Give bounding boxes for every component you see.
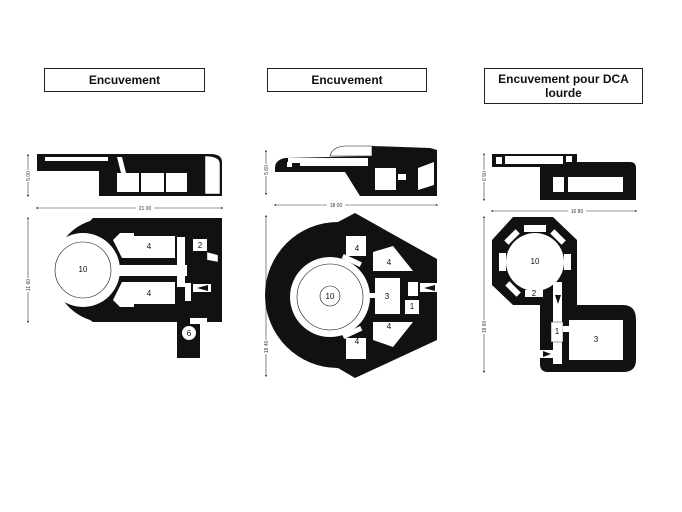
panel-3-room-1: 1 <box>555 327 560 336</box>
panel-2-plan-height: 18 40 <box>264 341 270 354</box>
panel-1-plan-height: 11 60 <box>26 279 32 291</box>
panel-1-room-2: 2 <box>198 241 203 250</box>
panel-3-section <box>492 154 636 200</box>
panel-1-section-height: 5 00 <box>26 171 32 181</box>
panel-3-room-2: 2 <box>532 289 537 298</box>
panel-1-room-4-top: 4 <box>147 242 152 251</box>
panel-1-width: 21 00 <box>139 206 152 212</box>
panel-3-width: 16 80 <box>571 209 584 215</box>
panel-2-plan <box>265 213 437 378</box>
panel-2-room-4-d: 4 <box>355 337 360 346</box>
panel-2-room-3: 3 <box>385 292 390 301</box>
panel-1-section <box>37 154 222 196</box>
panel-2-title: Encuvement <box>267 68 427 92</box>
panel-1-room-10: 10 <box>79 265 88 274</box>
panel-3-plan <box>492 217 636 372</box>
panel-2-room-1: 1 <box>410 302 415 311</box>
panel-1-room-6: 6 <box>187 329 192 338</box>
panel-1-room-4-bottom: 4 <box>147 289 152 298</box>
panel-2-room-4-c: 4 <box>387 322 392 331</box>
panel-3-room-10: 10 <box>531 257 540 266</box>
panel-2-width: 18 00 <box>330 203 343 209</box>
panel-2-room-4-a: 4 <box>355 244 360 253</box>
panel-1-title: Encuvement <box>44 68 205 92</box>
panel-3-plan-height: 19 60 <box>482 321 488 334</box>
panel-2-section-height: 5 60 <box>264 165 270 175</box>
panel-1-plan <box>46 218 222 358</box>
panel-2-section <box>275 145 437 196</box>
panel-3-title: Encuvement pour DCA lourde <box>484 68 643 104</box>
panel-2-room-4-b: 4 <box>387 258 392 267</box>
panel-2-room-10: 10 <box>326 292 335 301</box>
panel-3-room-3: 3 <box>594 335 599 344</box>
panel-3-section-height: 6 50 <box>482 171 488 181</box>
